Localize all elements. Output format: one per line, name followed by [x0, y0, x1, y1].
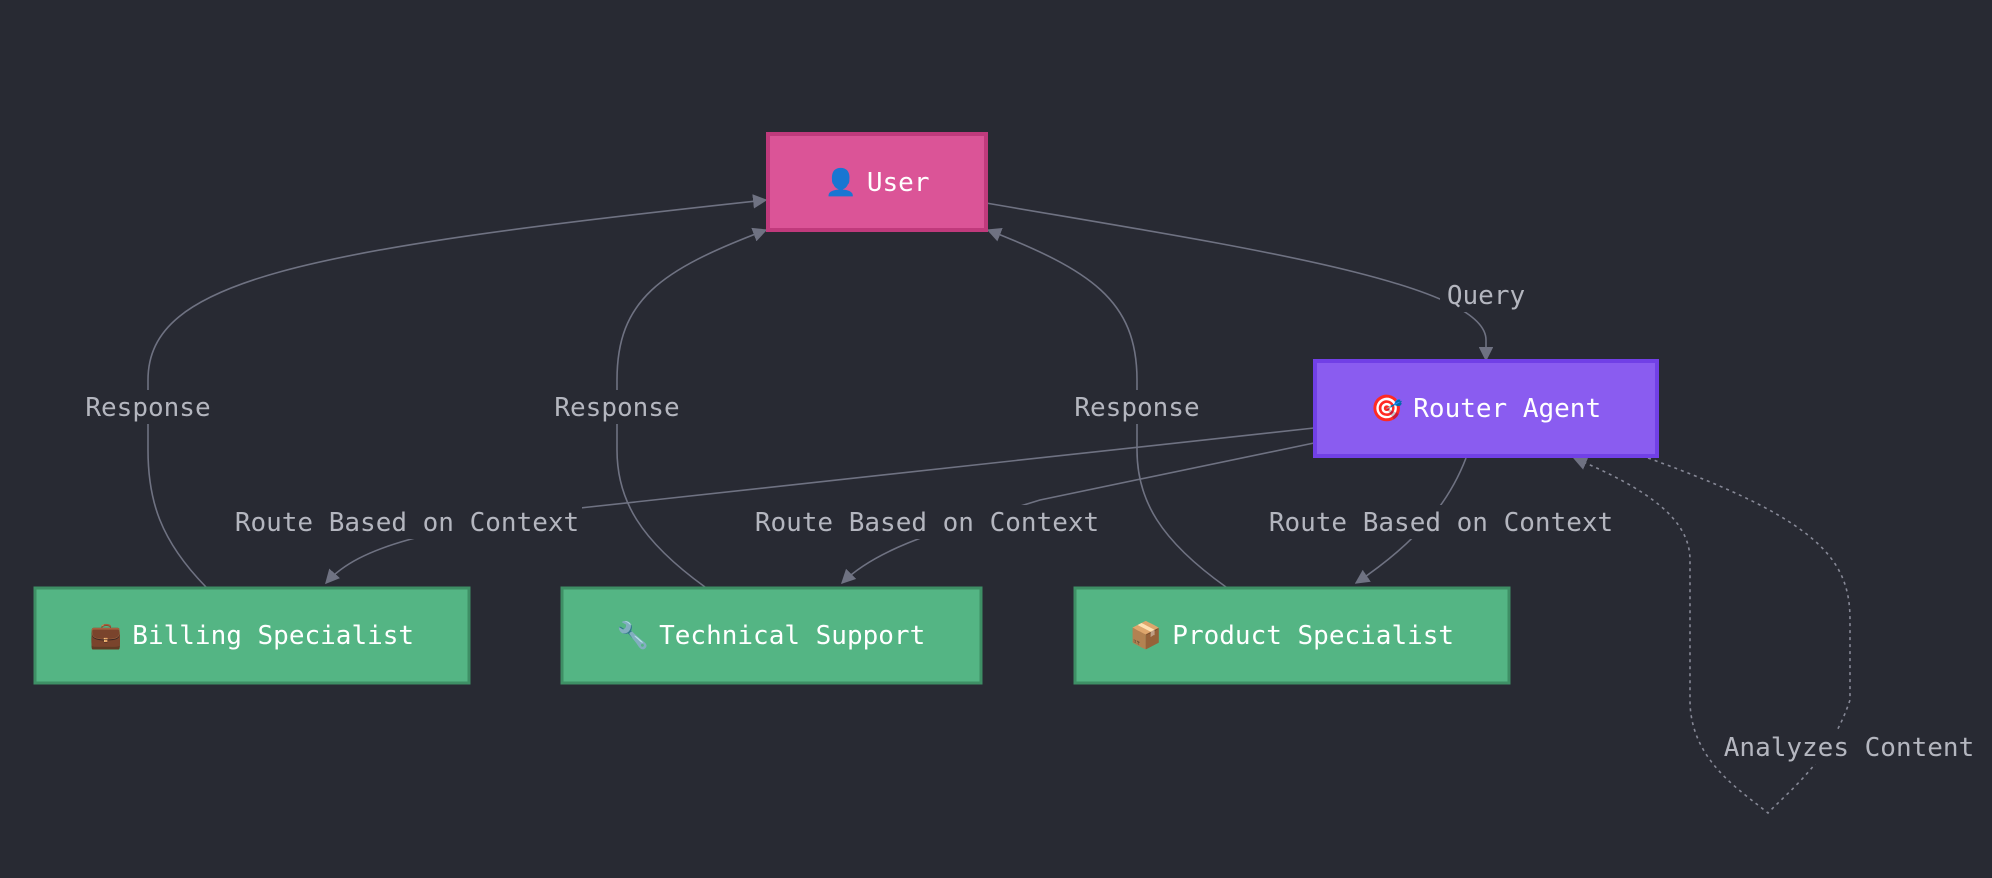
edge-label-route-technical: Route Based on Context: [750, 505, 1102, 539]
edge-response-technical: [616, 227, 768, 588]
briefcase-icon: 💼: [90, 621, 122, 651]
edge-label-response-product: Response: [1071, 390, 1203, 424]
svg-text:Route Based on Context: Route Based on Context: [1269, 508, 1613, 538]
edge-label-response-billing: Response: [82, 390, 214, 424]
svg-text:Route Based on Context: Route Based on Context: [755, 508, 1099, 538]
node-product-specialist-label: 📦Product Specialist: [1130, 620, 1454, 651]
edge-label-query: Query: [1440, 278, 1532, 312]
svg-text:Analyzes Content: Analyzes Content: [1724, 733, 1974, 763]
svg-text:Response: Response: [554, 393, 679, 423]
node-product-specialist[interactable]: 📦Product Specialist: [1073, 586, 1511, 685]
node-billing-specialist[interactable]: 💼Billing Specialist: [33, 586, 471, 685]
edge-response-billing: [147, 194, 768, 588]
edge-label-route-billing: Route Based on Context: [230, 505, 582, 539]
edge-label-response-technical: Response: [551, 390, 683, 424]
node-user-label: 👤User: [825, 167, 930, 198]
edge-label-route-product: Route Based on Context: [1264, 505, 1616, 539]
node-technical-support-label: 🔧Technical Support: [617, 619, 925, 651]
edge-analyzes-content: [1572, 456, 1851, 815]
package-icon: 📦: [1130, 620, 1162, 651]
svg-text:Route Based on Context: Route Based on Context: [235, 508, 579, 538]
wrench-icon: 🔧: [617, 619, 649, 651]
svg-text:Query: Query: [1447, 281, 1525, 311]
node-user[interactable]: 👤User: [766, 132, 988, 232]
edge-label-analyzes-content: Analyzes Content: [1722, 730, 1974, 764]
svg-text:Response: Response: [1074, 393, 1199, 423]
node-router-agent[interactable]: 🎯Router Agent: [1313, 359, 1659, 458]
node-billing-specialist-label: 💼Billing Specialist: [90, 621, 414, 651]
edge-response-product: [986, 228, 1227, 588]
node-technical-support[interactable]: 🔧Technical Support: [560, 586, 983, 685]
user-icon: 👤: [825, 167, 857, 198]
edge-query: [985, 202, 1494, 362]
node-router-agent-label: 🎯Router Agent: [1371, 394, 1601, 424]
svg-text:Response: Response: [85, 393, 210, 423]
target-icon: 🎯: [1371, 394, 1403, 424]
